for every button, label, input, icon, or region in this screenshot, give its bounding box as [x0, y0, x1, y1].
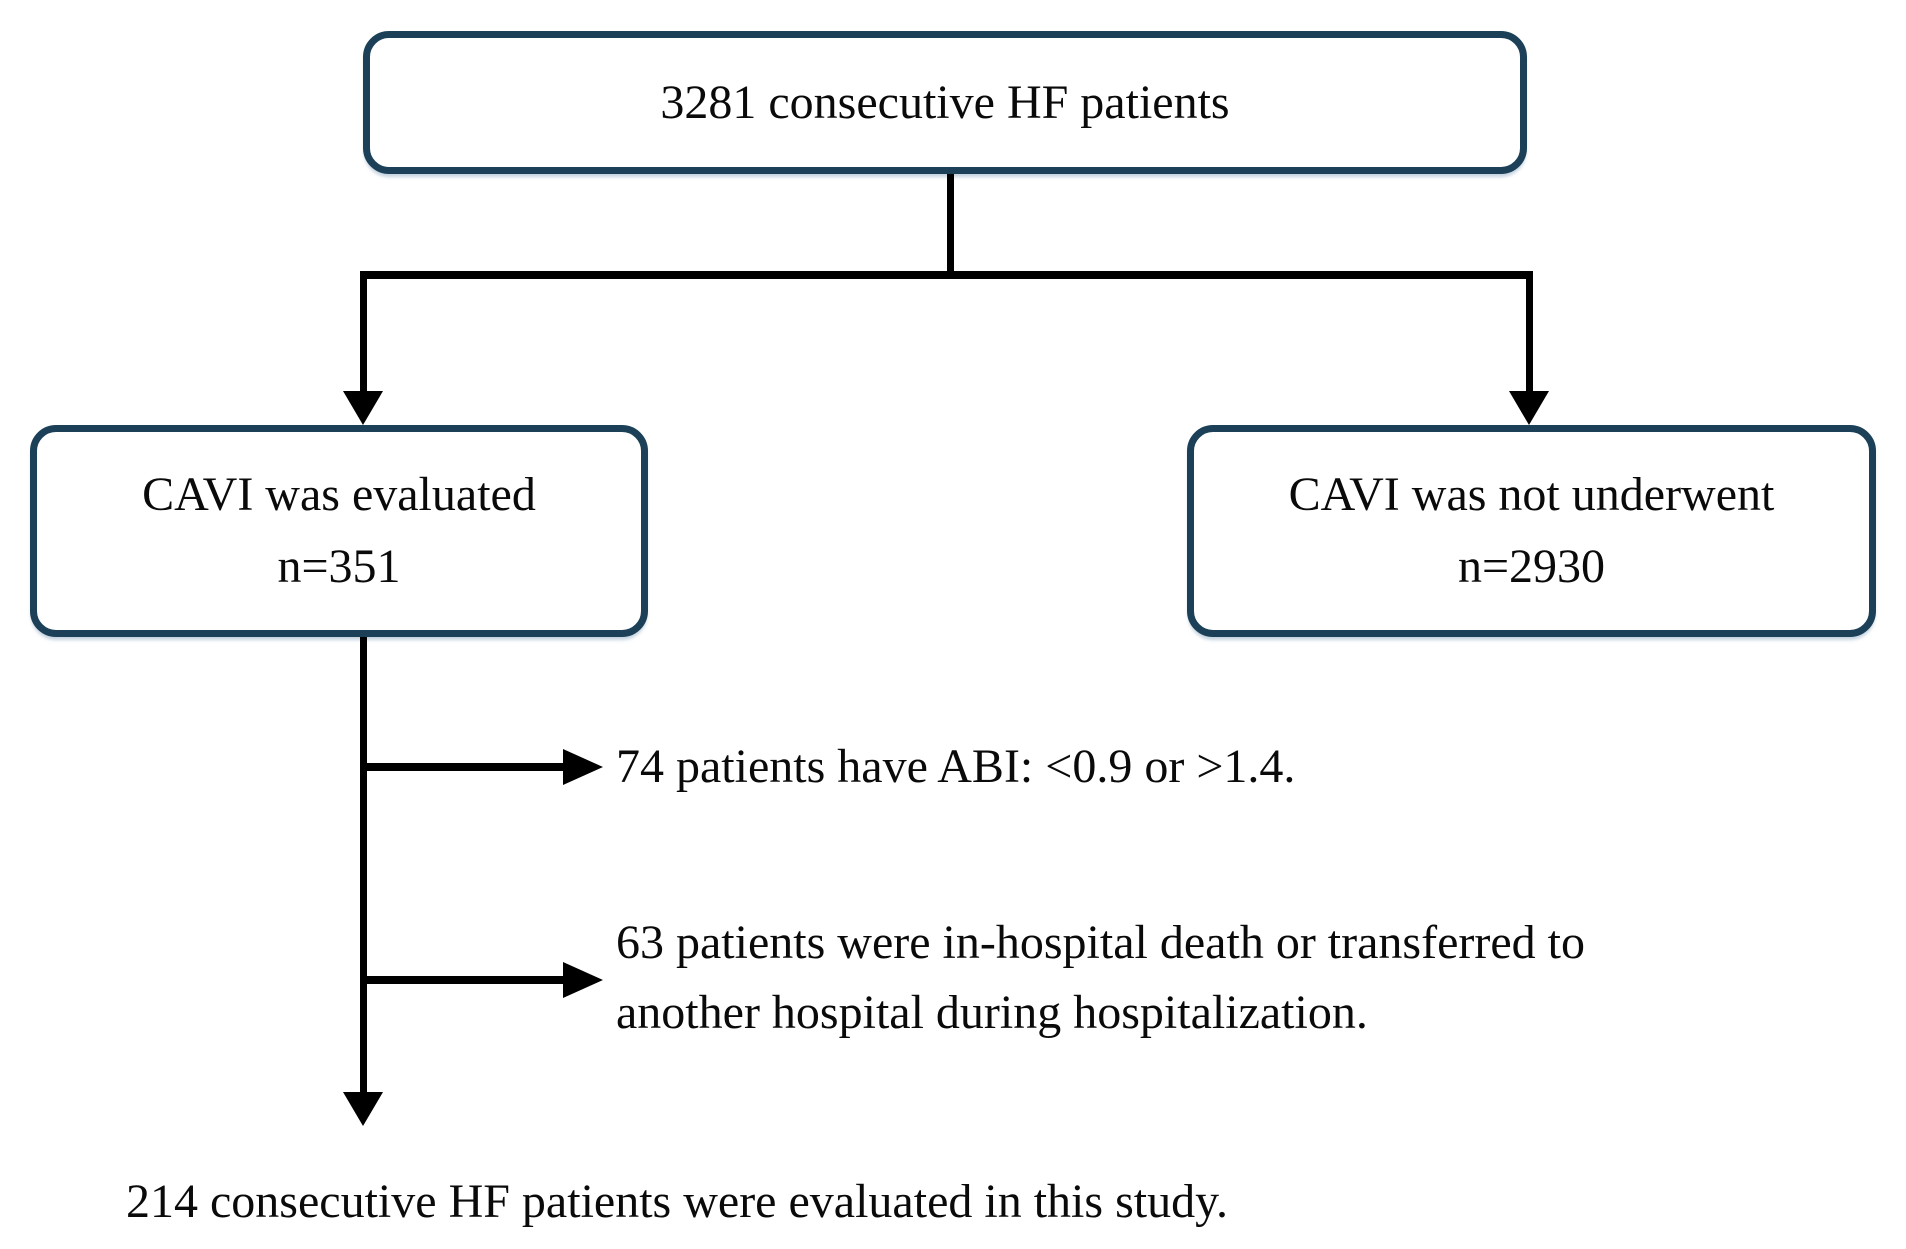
branch-connector-line: [360, 271, 1533, 279]
total-patients-box: 3281 consecutive HF patients: [363, 31, 1527, 174]
exclusion-2-label: 63 patients were in-hospital death or tr…: [616, 908, 1585, 1048]
main-flow-arrowhead-icon: [343, 1092, 383, 1126]
cavi-evaluated-box: CAVI was evaluated n=351: [30, 425, 648, 637]
cavi-not-underwent-label: CAVI was not underwent: [1288, 468, 1775, 521]
right-branch-arrowhead-icon: [1509, 391, 1549, 425]
exclusion-2-line: [360, 976, 563, 984]
cavi-not-underwent-count: n=2930: [1457, 540, 1606, 593]
exclusion-2-label-line1: 63 patients were in-hospital death or tr…: [616, 916, 1585, 969]
cavi-evaluated-label: CAVI was evaluated: [142, 468, 536, 521]
exclusion-2-arrowhead-icon: [563, 962, 603, 998]
exclusion-1-label: 74 patients have ABI: <0.9 or >1.4.: [616, 740, 1296, 793]
total-patients-label: 3281 consecutive HF patients: [660, 75, 1230, 129]
stem-connector-line: [947, 174, 954, 273]
result-label: 214 consecutive HF patients were evaluat…: [126, 1175, 1228, 1228]
cavi-evaluated-count: n=351: [277, 540, 401, 593]
exclusion-2-label-line2: another hospital during hospitalization.: [616, 986, 1368, 1039]
left-branch-line: [360, 271, 367, 393]
main-flow-line: [360, 637, 367, 1092]
exclusion-1-arrowhead-icon: [563, 749, 603, 785]
left-branch-arrowhead-icon: [343, 391, 383, 425]
exclusion-1-line: [360, 763, 563, 771]
cavi-not-underwent-box: CAVI was not underwent n=2930: [1187, 425, 1876, 637]
right-branch-line: [1526, 271, 1533, 393]
